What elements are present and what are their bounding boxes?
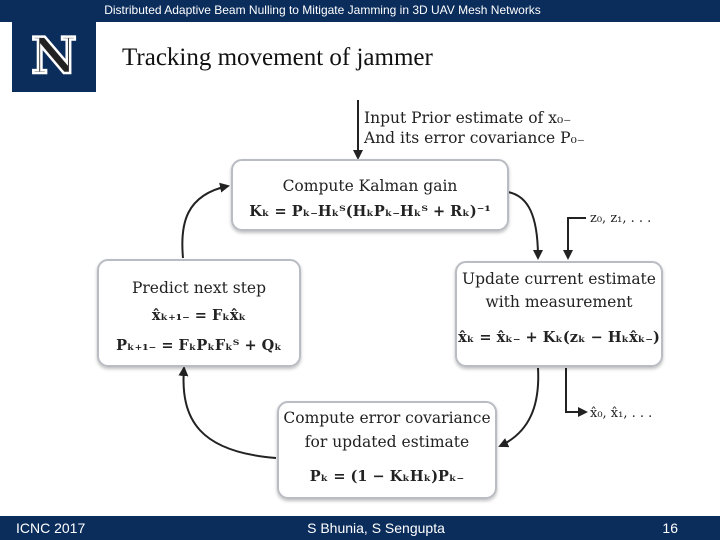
university-logo: N — [12, 20, 96, 92]
covariance-equation: Pₖ = (1 − KₖHₖ)Pₖ₋ — [310, 468, 464, 485]
update-estimate-box: Update current estimate with measurement… — [455, 261, 663, 367]
measurement-sequence: z₀, z₁, . . . — [590, 211, 651, 226]
output-arrow — [565, 368, 588, 417]
predict-to-kalman-arrow — [181, 182, 230, 259]
predict-covariance-equation: Pₖ₊₁₋ = FₖPₖFₖᵀ + Qₖ — [116, 337, 282, 354]
covariance-title-line1: Compute error covariance — [283, 409, 490, 427]
kalman-gain-title: Compute Kalman gain — [283, 177, 458, 195]
logo-letter: N — [31, 26, 77, 85]
predict-title: Predict next step — [132, 279, 266, 297]
update-title-line1: Update current estimate — [462, 270, 656, 288]
estimate-sequence: x̂₀, x̂₁, . . . — [590, 406, 652, 421]
header-bar: Distributed Adaptive Beam Nulling to Mit… — [0, 0, 720, 22]
kalman-gain-box: Compute Kalman gain Kₖ = Pₖ₋Hₖᵀ(HₖPₖ₋Hₖᵀ… — [231, 159, 509, 231]
update-equation: x̂ₖ = x̂ₖ₋ + Kₖ(zₖ − Hₖx̂ₖ₋) — [458, 329, 660, 346]
input-covariance-text: And its error covariance P₀₋ — [363, 129, 585, 147]
kalman-gain-equation: Kₖ = Pₖ₋Hₖᵀ(HₖPₖ₋Hₖᵀ + Rₖ)⁻¹ — [249, 203, 490, 220]
footer-authors: S Bhunia, S Sengupta — [307, 520, 445, 536]
footer-conference: ICNC 2017 — [16, 520, 86, 536]
covariance-title-line2: for updated estimate — [305, 433, 469, 451]
input-prior-text: Input Prior estimate of x₀₋ — [364, 109, 571, 127]
slide-title: Tracking movement of jammer — [122, 44, 433, 71]
update-to-covariance-arrow — [498, 367, 540, 448]
header-title: Distributed Adaptive Beam Nulling to Mit… — [104, 3, 541, 17]
footer-bar: ICNC 2017 S Bhunia, S Sengupta 16 — [0, 516, 720, 540]
kalman-to-update-arrow — [507, 191, 543, 260]
covariance-to-predict-arrow — [178, 366, 277, 459]
predict-state-equation: x̂ₖ₊₁₋ = Fₖx̂ₖ — [152, 307, 246, 324]
predict-step-box: Predict next step x̂ₖ₊₁₋ = Fₖx̂ₖ Pₖ₊₁₋ =… — [97, 259, 301, 367]
update-title-line2: with measurement — [485, 293, 633, 311]
footer-page-number: 16 — [662, 520, 678, 536]
error-covariance-box: Compute error covariance for updated est… — [277, 401, 497, 499]
n-logo-icon: N — [30, 25, 78, 87]
measurement-arrow — [563, 217, 586, 260]
